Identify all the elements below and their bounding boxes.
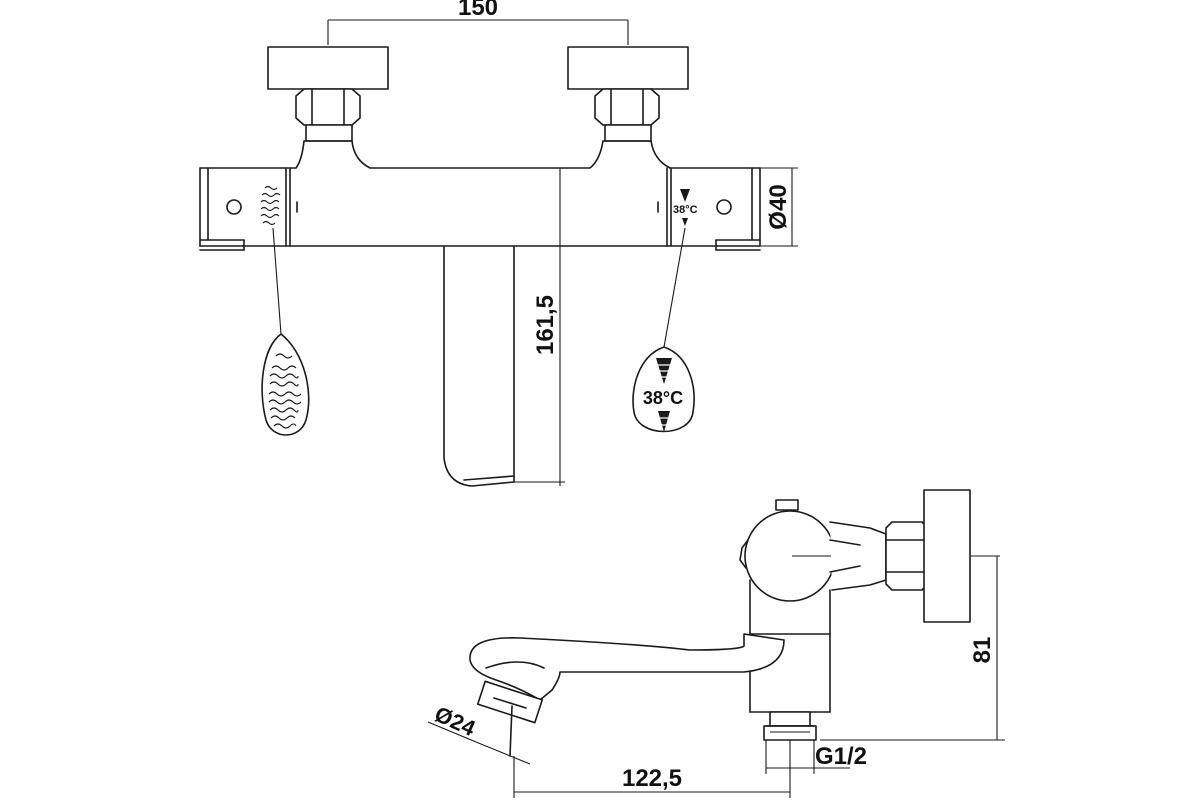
right-wall-connector: [567, 46, 689, 142]
temperature-label-large: 38°C: [643, 388, 683, 408]
temperature-icon-small: 38°C: [673, 189, 698, 226]
dimension-center-distance: 150: [327, 0, 629, 45]
side-spout: [469, 633, 785, 701]
dimension-label-d24: Ø24: [431, 701, 480, 741]
flow-icon-small: [260, 185, 281, 226]
flow-control-symbol: [261, 333, 310, 436]
temperature-label-small: 38°C: [673, 204, 698, 216]
dimension-label-150: 150: [458, 0, 498, 21]
dimension-label-g1-2: G1/2: [815, 743, 867, 770]
side-view: 81 Ø24 122,5 G1/2: [427, 489, 1005, 798]
dimension-label-122-5: 122,5: [622, 765, 682, 792]
front-view: 150: [199, 0, 798, 487]
dimension-spout-reach: 122,5: [513, 740, 791, 798]
temperature-control-symbol: 38°C: [632, 346, 695, 433]
dimension-label-d40: Ø40: [765, 184, 792, 229]
thermostat-body: [199, 167, 761, 251]
dimension-spout-depth: 161,5: [514, 168, 565, 486]
dimension-thread: G1/2: [765, 740, 867, 774]
dimension-height: 81: [820, 556, 1005, 741]
dimension-label-161-5: 161,5: [532, 295, 559, 355]
left-wall-connector: [267, 46, 389, 142]
dimension-body-diameter: Ø40: [760, 167, 798, 247]
dimension-label-81: 81: [969, 637, 996, 664]
front-spout: [443, 245, 515, 487]
